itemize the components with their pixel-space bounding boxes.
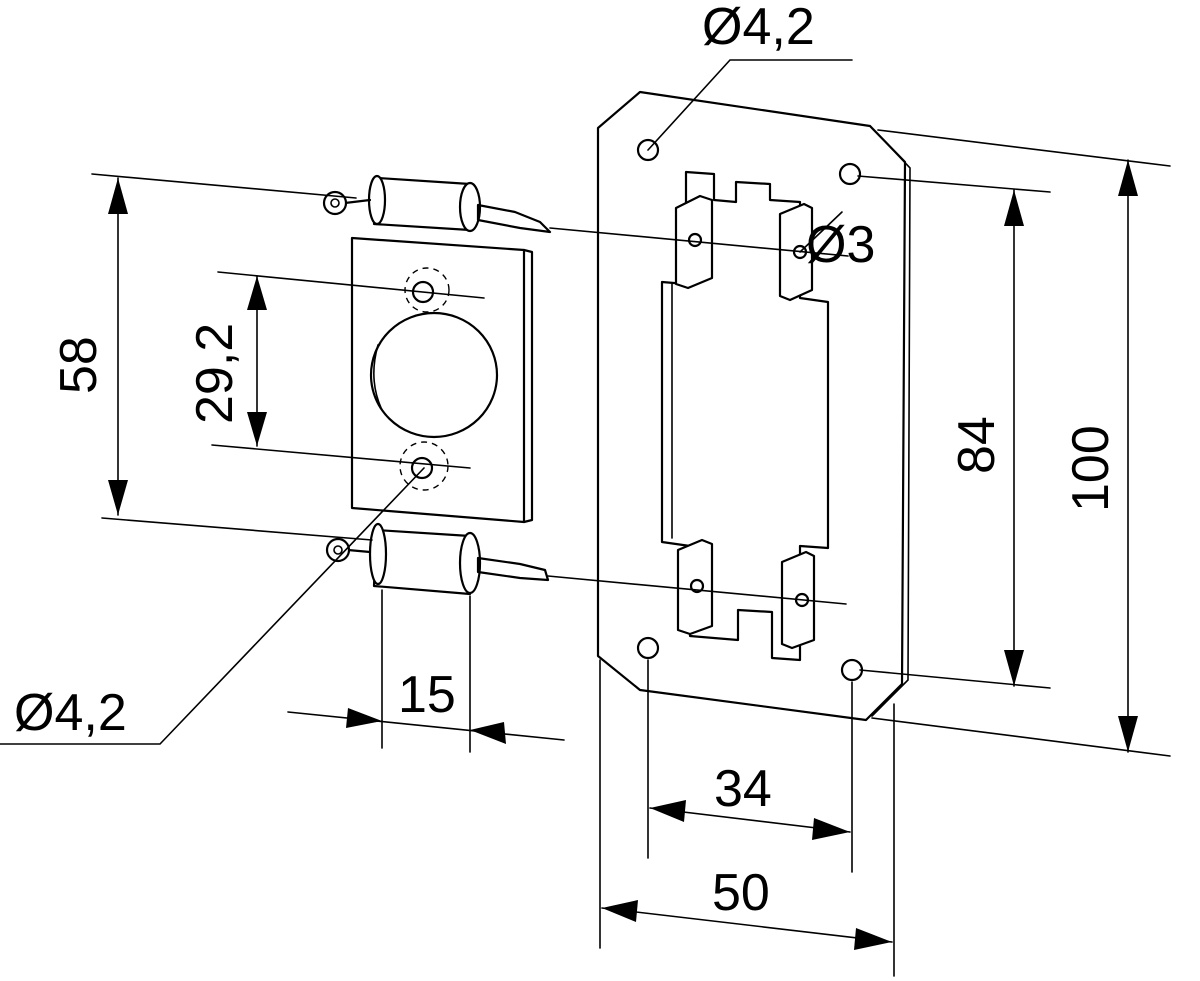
dimension-width-34: 34 [714, 760, 772, 818]
dimension-height-84: 84 [948, 416, 1006, 474]
dimension-pin-hole: Ø3 [806, 216, 875, 274]
small-module [322, 174, 552, 596]
mounting-plate [596, 90, 911, 722]
dimension-height-29-2: 29,2 [186, 323, 244, 424]
dimension-hole-top-right: Ø4,2 [702, 0, 815, 56]
dimension-lines [0, 59, 1171, 977]
dimension-height-100: 100 [1062, 425, 1120, 512]
dimension-width-50: 50 [712, 864, 770, 922]
dimension-hole-left: Ø4,2 [14, 684, 127, 742]
dimension-width-15: 15 [398, 666, 456, 724]
dimension-height-58: 58 [50, 336, 108, 394]
